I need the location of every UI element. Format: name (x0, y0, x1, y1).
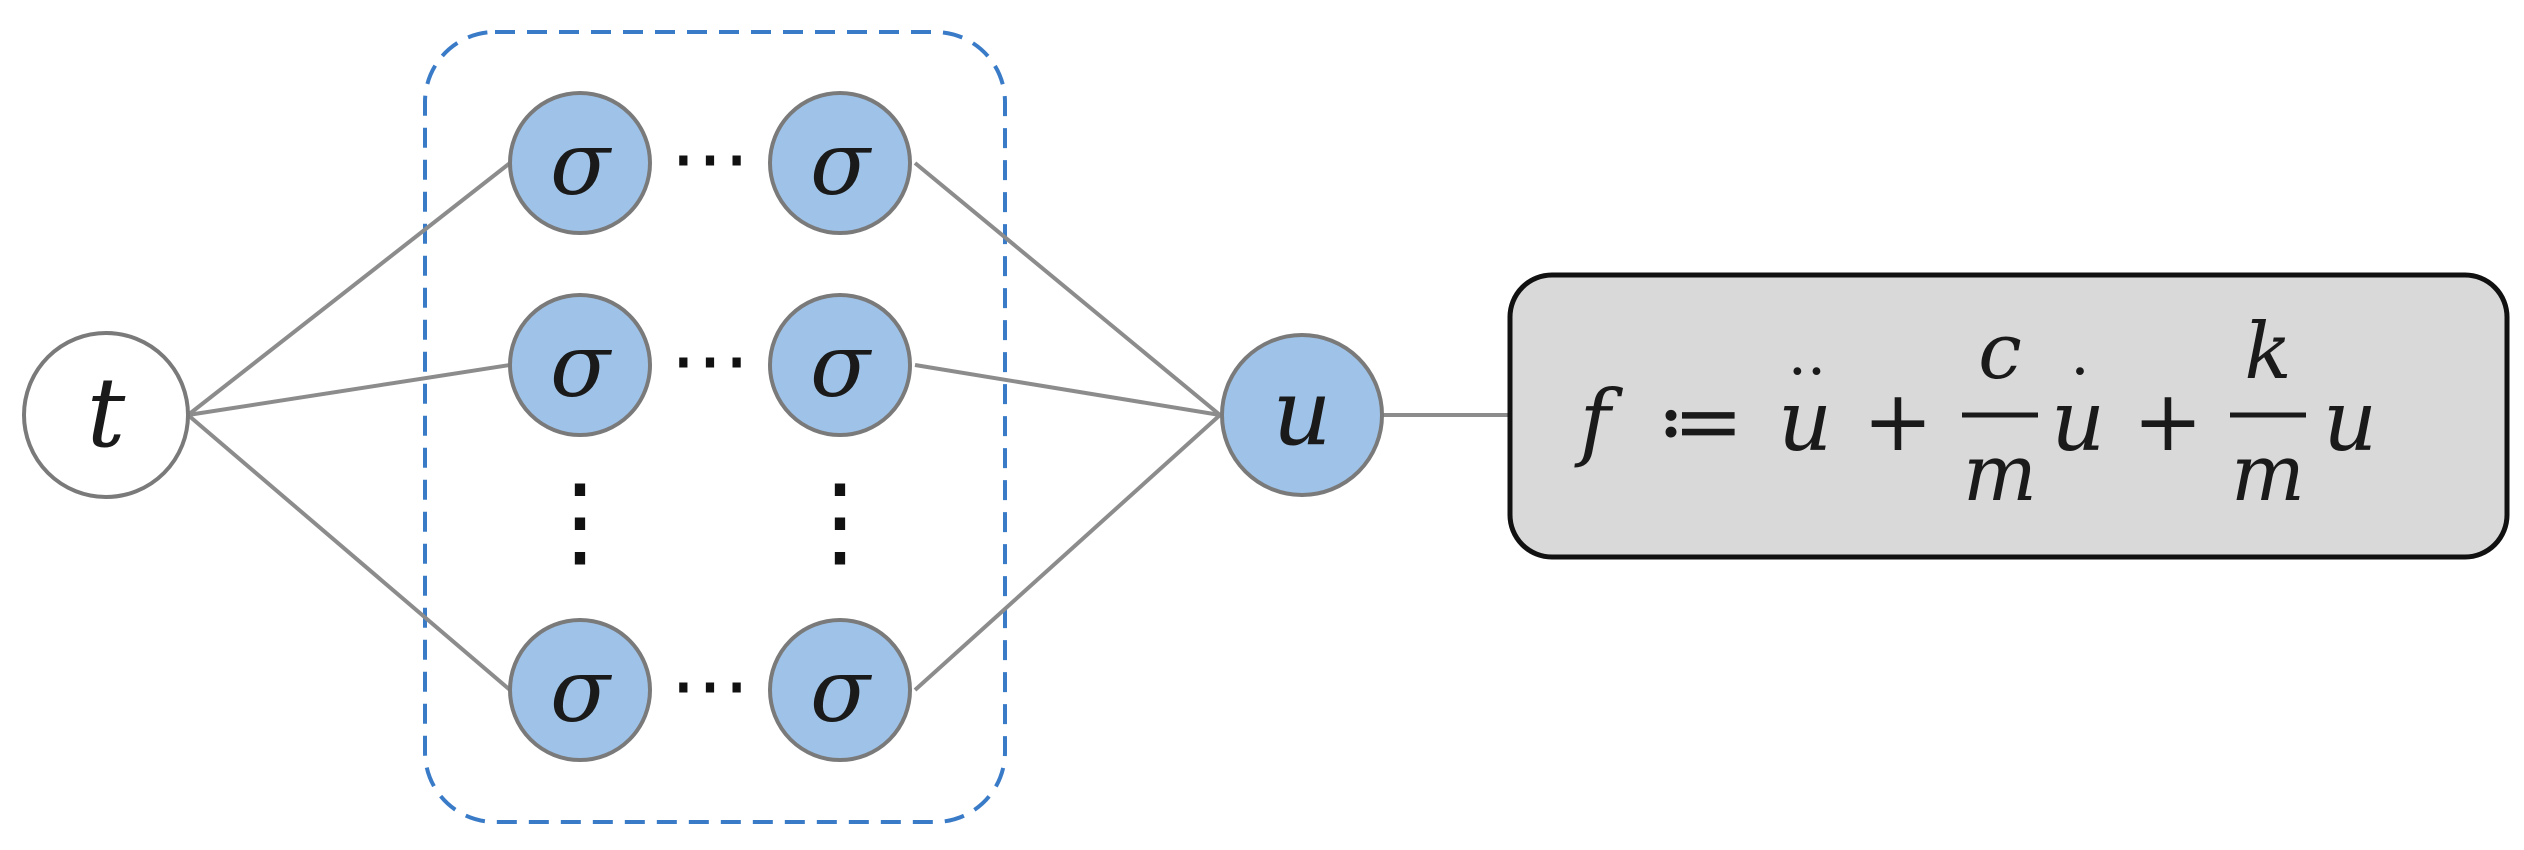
output-node-label: u (1272, 359, 1331, 466)
eq-u: u (2323, 372, 2377, 470)
ellipsis-horizontal: ⋯ (670, 638, 750, 731)
hidden-node: σ (508, 91, 652, 235)
edge-input-to-h1 (186, 161, 512, 417)
edge-input-to-h3 (186, 413, 512, 692)
hidden-node-label: σ (550, 639, 613, 742)
eq-dot-mark: · (2070, 337, 2089, 407)
ellipsis-horizontal: ⋯ (670, 313, 750, 406)
eq-frac2-den: m (2231, 429, 2305, 519)
eq-frac1-den: m (1963, 429, 2037, 519)
ellipses: ⋯ ⋯ ⋯ ⋮ ⋮ (530, 111, 890, 731)
hidden-node-label: σ (550, 314, 613, 417)
edge-h1-to-output (913, 161, 1222, 417)
hidden-node: σ (508, 618, 652, 762)
eq-frac2-num: k (2244, 307, 2291, 397)
hidden-node-label: σ (810, 112, 873, 215)
hidden-node: σ (768, 293, 912, 437)
eq-u-ddot: u (1778, 372, 1832, 470)
equation-box: f ≔ u ·· + c m u · + k m u (1507, 272, 2510, 560)
hidden-node: σ (768, 91, 912, 235)
hidden-layer-box (423, 30, 1007, 824)
eq-frac1-num: c (1978, 307, 2022, 397)
hidden-node: σ (508, 293, 652, 437)
output-node: u (1220, 333, 1384, 497)
hidden-node-label: σ (810, 639, 873, 742)
eq-assign: ≔ (1657, 372, 1744, 470)
eq-ddot-mark: ·· (1788, 337, 1826, 407)
ellipsis-horizontal: ⋯ (670, 111, 750, 204)
hidden-node-label: σ (550, 112, 613, 215)
ellipsis-vertical: ⋮ (790, 462, 890, 579)
hidden-node: σ (768, 618, 912, 762)
eq-plus: + (1863, 372, 1933, 470)
input-node: t (22, 331, 190, 499)
eq-u-dot: u (2051, 372, 2105, 470)
edge-h3-to-output (913, 413, 1222, 692)
hidden-nodes: σ σ σ σ σ σ (508, 91, 912, 762)
edges (186, 161, 1510, 692)
ellipsis-vertical: ⋮ (530, 462, 630, 579)
edge-h2-to-output (914, 363, 1221, 417)
eq-plus: + (2133, 372, 2203, 470)
hidden-node-label: σ (810, 314, 873, 417)
edge-input-to-h2 (187, 363, 511, 417)
input-node-label: t (87, 357, 126, 469)
